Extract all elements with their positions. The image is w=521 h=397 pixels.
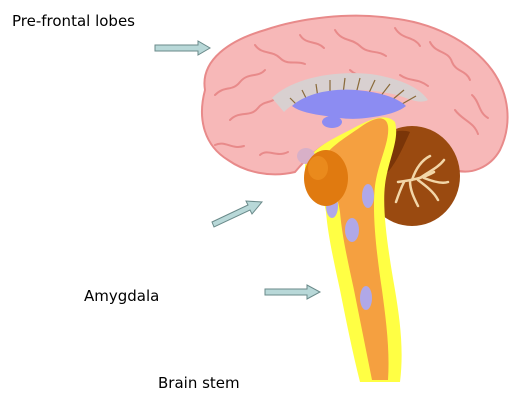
amygdala xyxy=(304,150,348,206)
arrow-right-icon xyxy=(155,41,210,55)
brainstem-label: Brain stem xyxy=(158,374,240,392)
prefrontal-lobes-label: Pre-frontal lobes xyxy=(12,12,135,30)
ventricle-lower xyxy=(322,116,342,128)
amygdala-highlight xyxy=(308,156,328,180)
amygdala-label: Amygdala xyxy=(84,287,159,305)
arrow-up-right-icon xyxy=(212,201,262,227)
arrow-right-icon xyxy=(265,285,320,299)
